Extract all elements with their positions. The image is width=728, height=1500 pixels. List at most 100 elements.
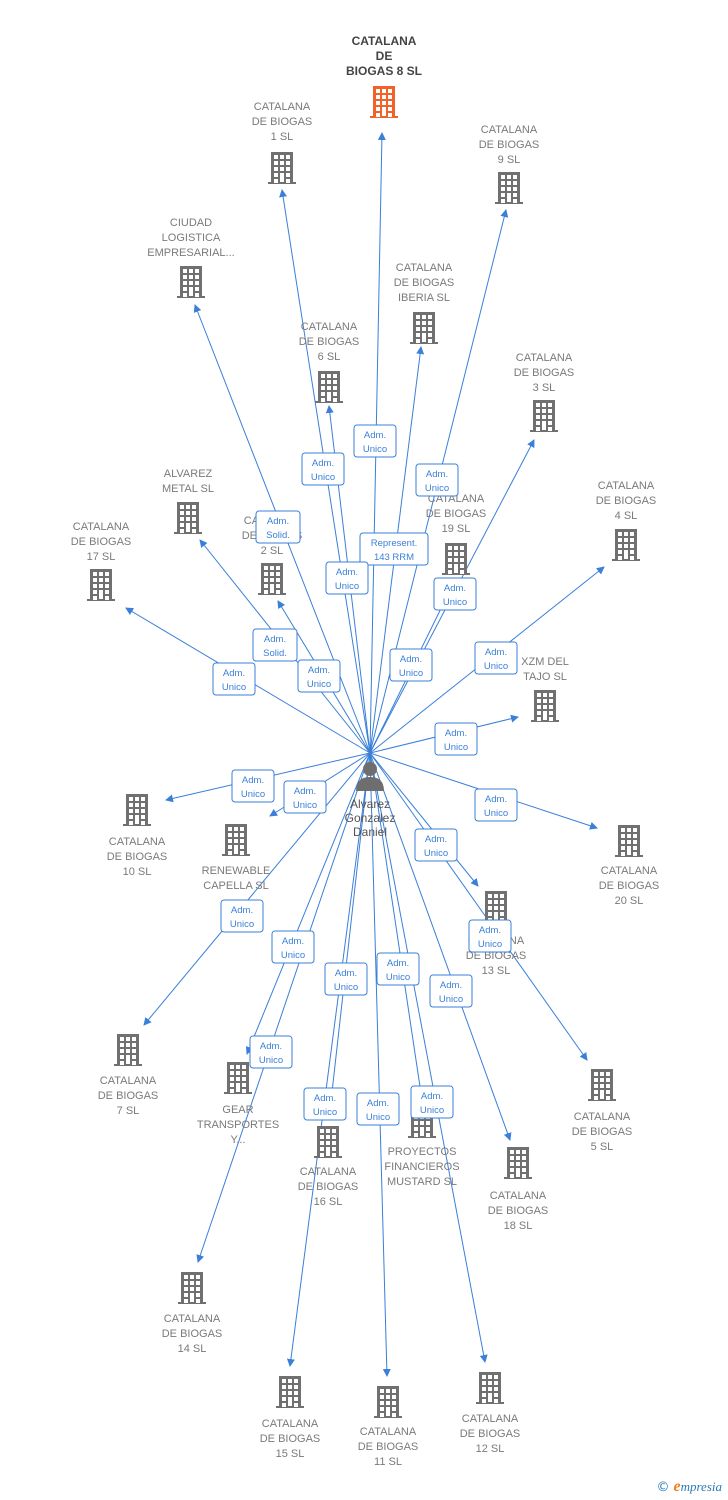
role-badge-gear[interactable]: Adm.Unico [271, 930, 315, 964]
building-icon[interactable] [276, 1376, 304, 1408]
building-icon[interactable] [374, 1386, 402, 1418]
role-badge-iberia[interactable]: Represent.143 RRM [359, 532, 429, 566]
building-icon[interactable] [224, 1062, 252, 1094]
building-icon[interactable] [476, 1372, 504, 1404]
role-badge-biogas4[interactable]: Adm.Unico [474, 641, 518, 675]
role-badge-xzm[interactable]: Adm.Unico [434, 722, 478, 756]
building-icon[interactable] [258, 563, 286, 595]
building-icon[interactable] [315, 371, 343, 403]
building-icon[interactable] [615, 825, 643, 857]
role-badge-biogas7[interactable]: Adm.Unico [220, 899, 264, 933]
building-icon[interactable] [504, 1147, 532, 1179]
role-badge-biogas15[interactable]: Adm.Unico [303, 1087, 347, 1121]
role-badge-biogas20[interactable]: Adm.Unico [474, 788, 518, 822]
role-badge-biogas18[interactable]: Adm.Unico [429, 974, 473, 1008]
role-badge-biogas5[interactable]: Adm.Unico [468, 919, 512, 953]
building-icon[interactable] [612, 529, 640, 561]
building-icon[interactable] [123, 794, 151, 826]
building-icon[interactable] [177, 266, 205, 298]
role-badge-biogas13[interactable]: Adm.Unico [414, 828, 458, 862]
building-icon[interactable] [268, 152, 296, 184]
role-badge-mustard[interactable]: Adm.Unico [376, 952, 420, 986]
role-badge-biogas11[interactable]: Adm.Unico [356, 1092, 400, 1126]
role-badge-biogas10[interactable]: Adm.Unico [231, 769, 275, 803]
role-badge-biogas9[interactable]: Adm.Unico [415, 463, 459, 497]
role-badge-biogas19[interactable]: Adm.Unico [389, 648, 433, 682]
building-icon[interactable] [588, 1069, 616, 1101]
role-badge-biogas1[interactable]: Adm.Unico [301, 452, 345, 486]
role-badge-biogas8[interactable]: Adm.Unico [353, 424, 397, 458]
building-icon[interactable] [531, 690, 559, 722]
role-badge-biogas2[interactable]: Adm.Unico [297, 659, 341, 693]
building-icon[interactable] [114, 1034, 142, 1066]
empresia-brand[interactable]: ©empresia [656, 1478, 722, 1496]
role-badge-biogas14[interactable]: Adm.Unico [249, 1035, 293, 1069]
building-icon[interactable] [87, 569, 115, 601]
role-badge-biogas17[interactable]: Adm.Unico [212, 662, 256, 696]
building-icon[interactable] [410, 312, 438, 344]
building-icon[interactable] [222, 824, 250, 856]
building-icon[interactable] [370, 86, 398, 118]
building-icon[interactable] [178, 1272, 206, 1304]
building-icon[interactable] [174, 502, 202, 534]
role-badge-renewable[interactable]: Adm.Unico [283, 780, 327, 814]
role-badge-biogas12[interactable]: Adm.Unico [410, 1085, 454, 1119]
role-badge-biogas16[interactable]: Adm.Unico [324, 962, 368, 996]
role-badge-biogas3[interactable]: Adm.Unico [433, 577, 477, 611]
building-icon[interactable] [482, 891, 510, 923]
role-badge-alvarezmetal[interactable]: Adm.Solid. [252, 628, 298, 662]
building-icon[interactable] [495, 172, 523, 204]
role-badge-ciudad[interactable]: Adm.Solid. [255, 510, 301, 544]
building-icon[interactable] [314, 1126, 342, 1158]
building-icon[interactable] [442, 543, 470, 575]
role-badge-biogas6[interactable]: Adm.Unico [325, 561, 369, 595]
building-icon[interactable] [530, 400, 558, 432]
